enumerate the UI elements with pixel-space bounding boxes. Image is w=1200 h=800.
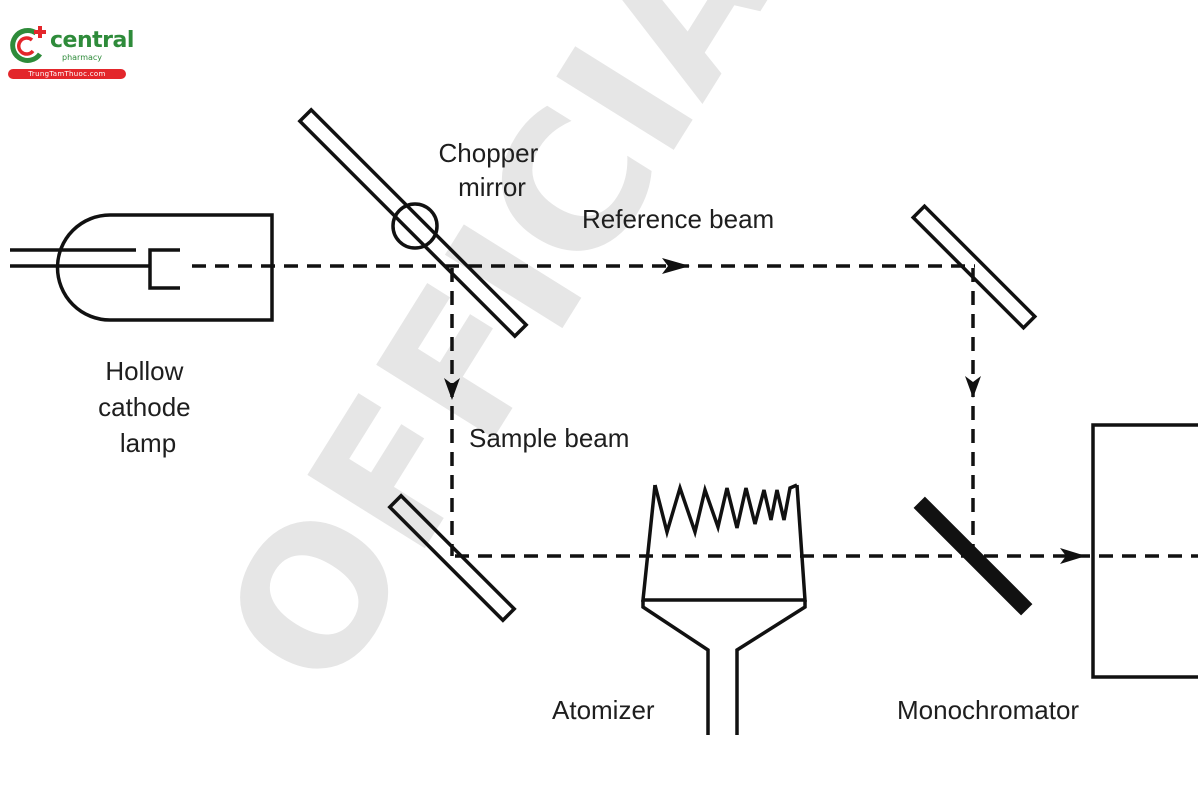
- monochromator-entry-arrow-icon: [1060, 548, 1086, 564]
- lamp-envelope: [55, 213, 274, 322]
- logo-site-badge: TrungTamThuoc.com: [8, 69, 126, 79]
- burner-stem-left: [641, 600, 710, 735]
- monochromator-box: [1091, 423, 1198, 679]
- lamp-cathode-cup: [148, 248, 180, 290]
- hollow-cathode-lamp: [10, 213, 274, 322]
- reference-down-arrow-icon: [965, 376, 981, 398]
- chopper-label: Chopper mirror: [439, 138, 546, 202]
- beam-combiner: [913, 496, 1033, 616]
- beam-paths: [192, 258, 1198, 564]
- reference-mirror: [910, 203, 1038, 331]
- watermark-text: OFFICIAL: [181, 0, 882, 724]
- sample-arrow-icon: [444, 378, 460, 400]
- burner-stem-right: [735, 600, 807, 735]
- logo-brand-text: central: [50, 28, 134, 53]
- chopper-mirror: [297, 107, 529, 339]
- flame-icon: [653, 482, 798, 539]
- logo-mark-icon: [10, 26, 46, 63]
- logo-subtitle-text: pharmacy: [62, 53, 103, 62]
- reference-arrow-icon: [662, 258, 690, 274]
- monochromator: [1091, 423, 1198, 679]
- monochromator-label: Monochromator: [897, 695, 1079, 725]
- burner-head: [641, 484, 807, 602]
- lamp-label: Hollow cathode lamp: [98, 356, 198, 458]
- sample-beam-label: Sample beam: [469, 423, 629, 453]
- atomizer: [641, 482, 807, 735]
- central-pharmacy-logo: central pharmacy TrungTamThuoc.com: [6, 24, 134, 82]
- sample-mirror: [387, 493, 517, 623]
- atomizer-label: Atomizer: [552, 695, 655, 725]
- reference-beam-label: Reference beam: [582, 204, 774, 234]
- chopper-pivot: [391, 202, 439, 250]
